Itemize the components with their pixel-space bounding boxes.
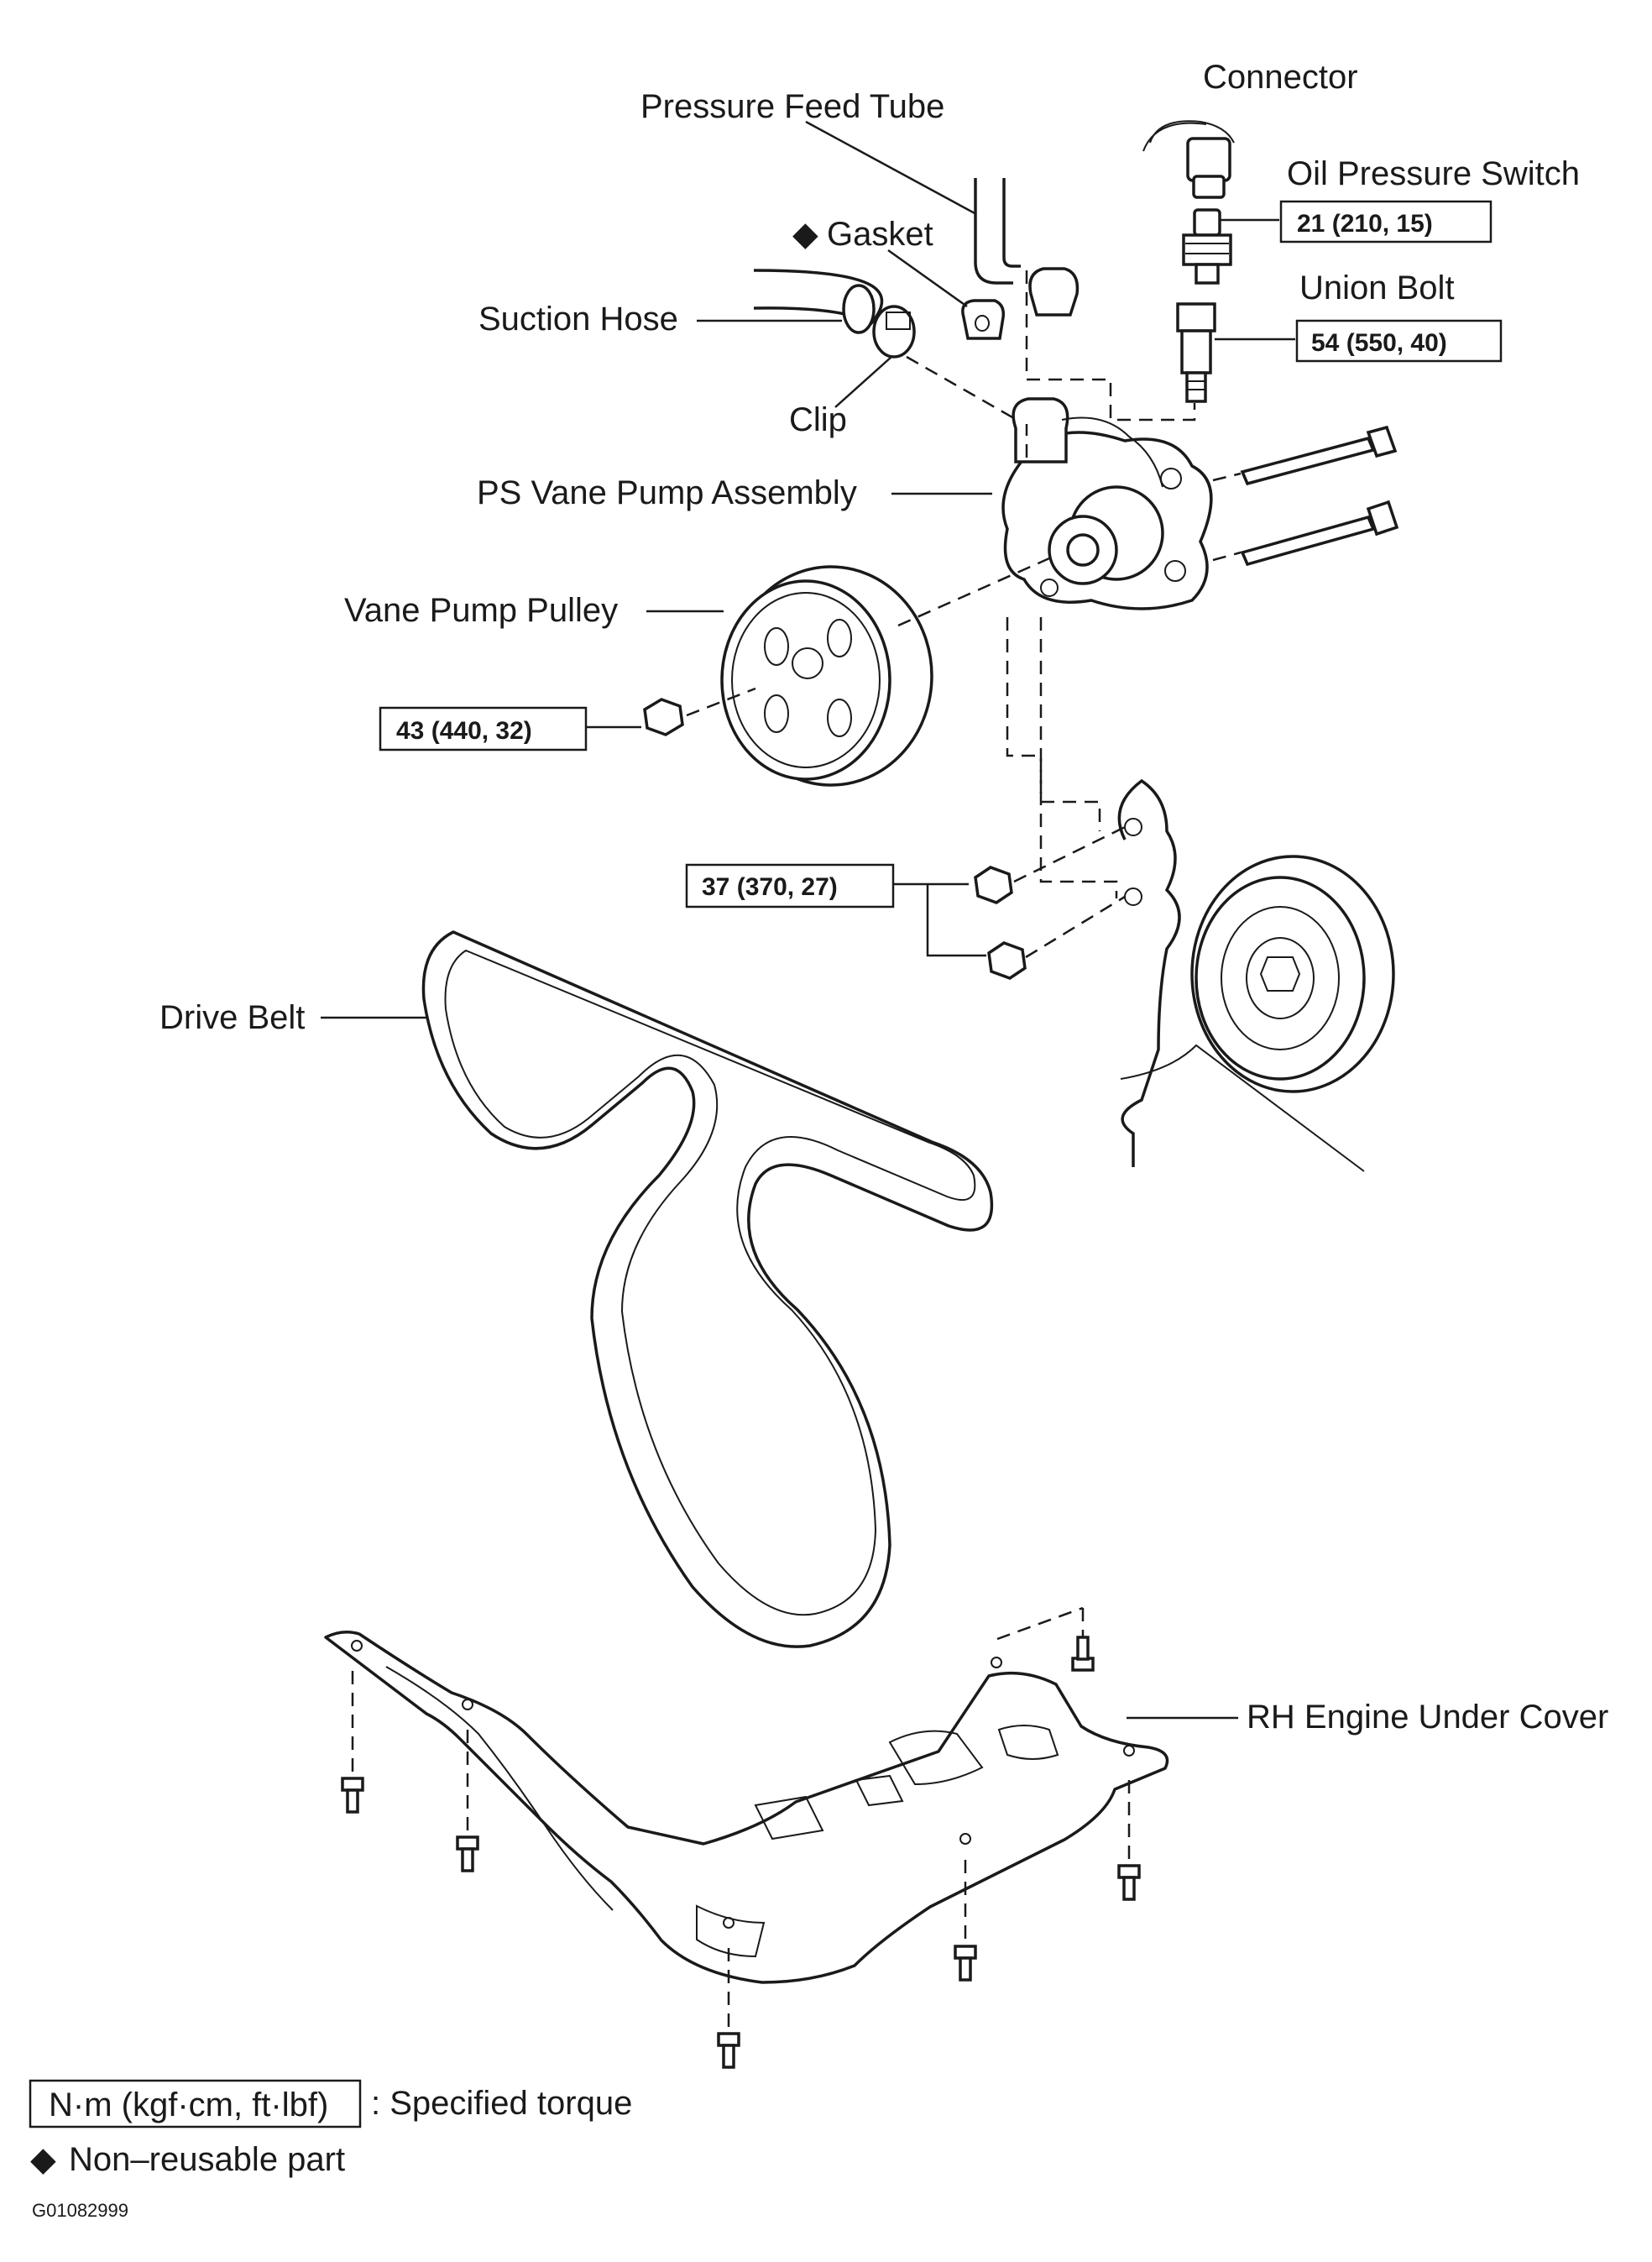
- legend-torque-unit: N·m (kgf·cm, ft·lbf): [49, 2087, 328, 2123]
- under-cover-bolt-2: [456, 1730, 479, 1872]
- torque-value: 37: [702, 873, 729, 901]
- under-cover-bolt-1: [341, 1671, 364, 1814]
- suction-hose-part: [753, 269, 884, 334]
- ps-vane-pump-part: [1001, 397, 1213, 610]
- under-cover-bolt-3: [996, 1606, 1095, 1672]
- vane-pump-pulley-part: [720, 565, 933, 787]
- legend-torque-desc: : Specified torque: [371, 2085, 632, 2122]
- rh-engine-under-cover-part: [324, 1631, 1169, 1984]
- torque-units: (370, 27): [737, 873, 838, 901]
- pressure-feed-tube-part: [974, 178, 1080, 317]
- pump-bolt-lower: [1240, 500, 1399, 567]
- mount-nut-upper: [974, 866, 1013, 904]
- clip-part: [872, 305, 916, 359]
- figure-code: G01082999: [32, 2200, 128, 2221]
- svg-text:43 (440, 32): 43 (440, 32): [396, 717, 532, 745]
- label-union-bolt: Union Bolt: [1299, 270, 1455, 306]
- label-oil-pressure-switch: Oil Pressure Switch: [1287, 155, 1580, 192]
- label-clip: Clip: [789, 401, 847, 438]
- mount-dash-upper: [1006, 617, 1101, 831]
- label-ps-vane-pump-assembly: PS Vane Pump Assembly: [477, 474, 857, 511]
- torque-box-oil-pressure-switch: 21 (210, 15): [1279, 200, 1493, 243]
- union-bolt-dash: [1025, 270, 1196, 422]
- svg-text:37 (370, 27): 37 (370, 27): [702, 873, 838, 901]
- mount-dash-lower: [1039, 617, 1118, 898]
- legend-torque-box: [29, 2079, 362, 2128]
- torque-value: 54: [1311, 329, 1340, 357]
- legend: N·m (kgf·cm, ft·lbf) : Specified torque …: [29, 2079, 632, 2178]
- torque-box-pump-mount-nuts: 37 (370, 27): [685, 863, 895, 908]
- label-vane-pump-pulley: Vane Pump Pulley: [344, 592, 618, 629]
- svg-text:54 (550, 40): 54 (550, 40): [1311, 329, 1447, 357]
- label-suction-hose: Suction Hose: [478, 301, 678, 338]
- under-cover-bolt-4: [1117, 1780, 1141, 1901]
- label-connector: Connector: [1203, 59, 1358, 96]
- under-cover-bolt-5: [954, 1860, 977, 1982]
- label-rh-engine-under-cover: RH Engine Under Cover: [1247, 1699, 1608, 1736]
- torque-box-pulley-nut: 43 (440, 32): [379, 706, 588, 751]
- torque-value: 21: [1297, 210, 1325, 238]
- connector-part: [1142, 120, 1235, 199]
- gasket-diamond-icon: ◆: [792, 216, 818, 253]
- legend-nonreusable: Non–reusable part: [69, 2141, 345, 2178]
- crank-pulley-part: [1190, 855, 1395, 1093]
- label-pressure-feed-tube: Pressure Feed Tube: [640, 88, 944, 125]
- pump-bolt-upper: [1240, 425, 1398, 486]
- label-gasket: Gasket: [827, 216, 933, 253]
- oil-pressure-switch-part: [1182, 208, 1232, 285]
- union-bolt-part: [1176, 302, 1216, 403]
- torque-units: (550, 40): [1346, 329, 1447, 357]
- svg-text:21 (210, 15): 21 (210, 15): [1297, 210, 1433, 238]
- engine-bracket-part: [1117, 778, 1365, 1172]
- drive-belt-part: [421, 930, 994, 1648]
- gasket-part: [961, 299, 1006, 340]
- label-drive-belt: Drive Belt: [159, 999, 305, 1036]
- under-cover-bolt-6: [717, 1948, 740, 2069]
- torque-units: (210, 15): [1332, 210, 1433, 238]
- torque-units: (440, 32): [431, 717, 532, 745]
- torque-value: 43: [396, 717, 424, 745]
- pulley-nut-part: [643, 698, 684, 736]
- legend-diamond-icon: ◆: [30, 2141, 56, 2178]
- mount-nut-lower: [987, 941, 1027, 980]
- torque-box-union-bolt: 54 (550, 40): [1295, 319, 1503, 363]
